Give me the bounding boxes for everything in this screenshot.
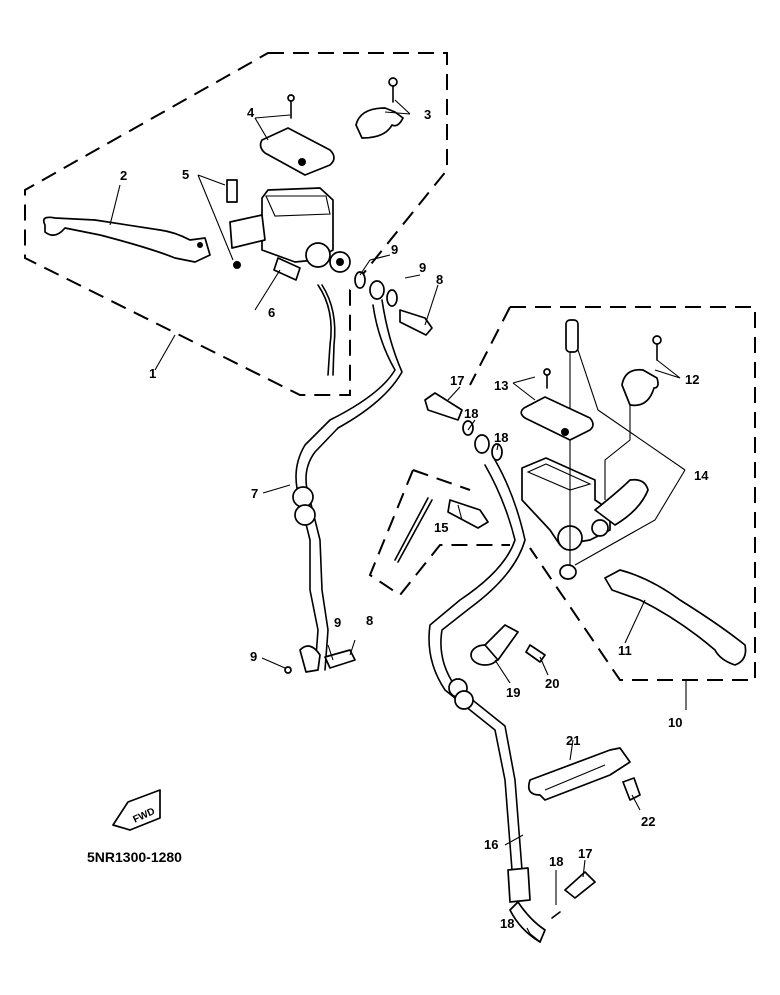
callout-4: 4 xyxy=(247,105,255,120)
callout-8-lower: 8 xyxy=(366,613,373,628)
switch-subassembly-boundary xyxy=(368,469,510,597)
callout-17-upper: 17 xyxy=(450,373,464,388)
handlebar-clamp-right xyxy=(621,335,662,407)
pivot-bolt xyxy=(226,179,241,269)
brake-switch-left xyxy=(273,257,336,376)
banjo-bolt-upper xyxy=(399,309,433,336)
master-cylinder-left xyxy=(229,187,351,273)
brake-lever-left xyxy=(42,216,211,263)
callout-10: 10 xyxy=(668,715,682,730)
callout-5: 5 xyxy=(182,167,189,182)
reservoir-cap-left xyxy=(259,94,335,176)
brake-hose-left xyxy=(292,299,403,673)
drawing-code: 5NR1300-1280 xyxy=(87,849,182,865)
callout-18-b: 18 xyxy=(494,430,508,445)
callout-19: 19 xyxy=(506,685,520,700)
pivot-pin-right xyxy=(565,319,579,353)
callout-1: 1 xyxy=(149,366,156,381)
callout-11: 11 xyxy=(618,643,632,658)
callout-18-d: 18 xyxy=(500,916,514,931)
lever-bracket-right xyxy=(594,478,649,526)
callout-9-a: 9 xyxy=(391,242,398,257)
callout-13: 13 xyxy=(494,378,508,393)
callout-20: 20 xyxy=(545,676,559,691)
callout-9-d: 9 xyxy=(250,649,257,664)
master-cylinder-right xyxy=(521,345,611,580)
callout-17-lower: 17 xyxy=(578,846,592,861)
callout-6: 6 xyxy=(268,305,275,320)
assembly-1-boundary xyxy=(24,52,448,396)
callout-16: 16 xyxy=(484,837,498,852)
callout-7: 7 xyxy=(251,486,258,501)
banjo-bolt-lower-left xyxy=(284,649,356,674)
callout-3: 3 xyxy=(424,107,431,122)
callout-21: 21 xyxy=(566,733,580,748)
hose-guide-bracket xyxy=(527,747,641,801)
callout-9-b: 9 xyxy=(419,260,426,275)
brake-lever-right xyxy=(604,569,747,666)
leader-lines xyxy=(109,99,687,935)
banjo-bolt-lower-right xyxy=(529,871,596,943)
callout-lines-14 xyxy=(574,349,686,566)
callout-14: 14 xyxy=(694,468,709,483)
callout-12: 12 xyxy=(685,372,699,387)
assembly-10-boundary xyxy=(469,306,756,681)
callout-15: 15 xyxy=(434,520,448,535)
callout-9-c: 9 xyxy=(334,615,341,630)
handlebar-clamp-left xyxy=(355,77,404,139)
reservoir-cap-right xyxy=(520,368,594,441)
callout-22: 22 xyxy=(641,814,655,829)
forward-direction-marker: FWD xyxy=(112,789,161,831)
washers-upper xyxy=(354,271,398,307)
banjo-bolt-upper-right xyxy=(424,392,503,461)
callout-labels: 1 2 3 4 5 6 7 8 8 9 9 9 9 10 11 12 13 14… xyxy=(120,105,709,931)
callout-8-upper: 8 xyxy=(436,272,443,287)
callout-2: 2 xyxy=(120,168,127,183)
callout-18-c: 18 xyxy=(549,854,563,869)
hose-clamp xyxy=(470,624,546,666)
callout-18-a: 18 xyxy=(464,406,478,421)
